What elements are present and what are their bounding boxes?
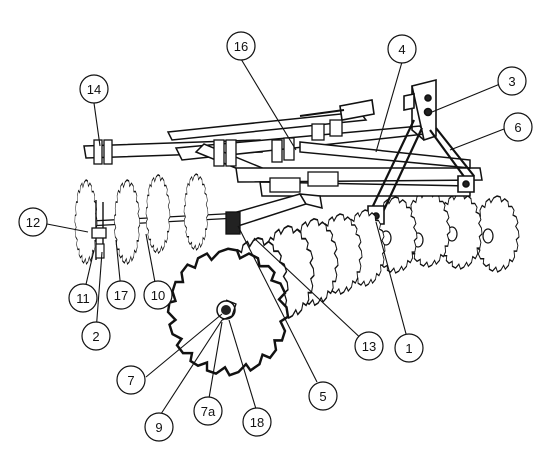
callout-18-label: 18 <box>250 415 264 430</box>
callout-2: 2 <box>81 321 111 351</box>
callout-17-label: 17 <box>114 288 128 303</box>
callout-17: 17 <box>106 280 136 310</box>
callout-6: 6 <box>503 112 533 142</box>
callout-4-label: 4 <box>398 42 405 57</box>
callout-2-label: 2 <box>92 329 99 344</box>
callout-16: 16 <box>226 31 256 61</box>
leader-lines <box>46 58 505 418</box>
callout-5-label: 5 <box>319 389 326 404</box>
callout-12: 12 <box>18 207 48 237</box>
callouts: 16 4 14 3 6 12 11 17 <box>18 31 533 442</box>
three-point-hitch <box>299 78 475 225</box>
callout-6-label: 6 <box>514 120 521 135</box>
rear-left-disc-gang <box>73 173 231 265</box>
front-disc-gang <box>166 209 386 377</box>
callout-14-label: 14 <box>87 82 101 97</box>
callout-3-label: 3 <box>508 74 515 89</box>
callout-11: 11 <box>68 283 98 313</box>
callout-9: 9 <box>144 412 174 442</box>
callout-13: 13 <box>354 331 384 361</box>
callout-3: 3 <box>497 66 527 96</box>
callout-14: 14 <box>79 74 109 104</box>
callout-16-label: 16 <box>234 39 248 54</box>
callout-7a: 7a <box>193 396 223 426</box>
callout-13-label: 13 <box>362 339 376 354</box>
callout-11-label: 11 <box>76 291 90 306</box>
rear-right-disc-gang <box>372 190 520 274</box>
callout-7: 7 <box>116 365 146 395</box>
callout-1-label: 1 <box>405 341 412 356</box>
callout-9-label: 9 <box>155 420 162 435</box>
callout-12-label: 12 <box>26 215 40 230</box>
callout-10: 10 <box>143 280 173 310</box>
callout-5: 5 <box>308 381 338 411</box>
callout-1: 1 <box>394 333 424 363</box>
callout-18: 18 <box>242 407 272 437</box>
callout-4: 4 <box>387 34 417 64</box>
callout-7-label: 7 <box>127 373 134 388</box>
callout-10-label: 10 <box>151 288 165 303</box>
frame-clamps <box>93 119 343 235</box>
callout-7a-label: 7a <box>201 404 216 419</box>
